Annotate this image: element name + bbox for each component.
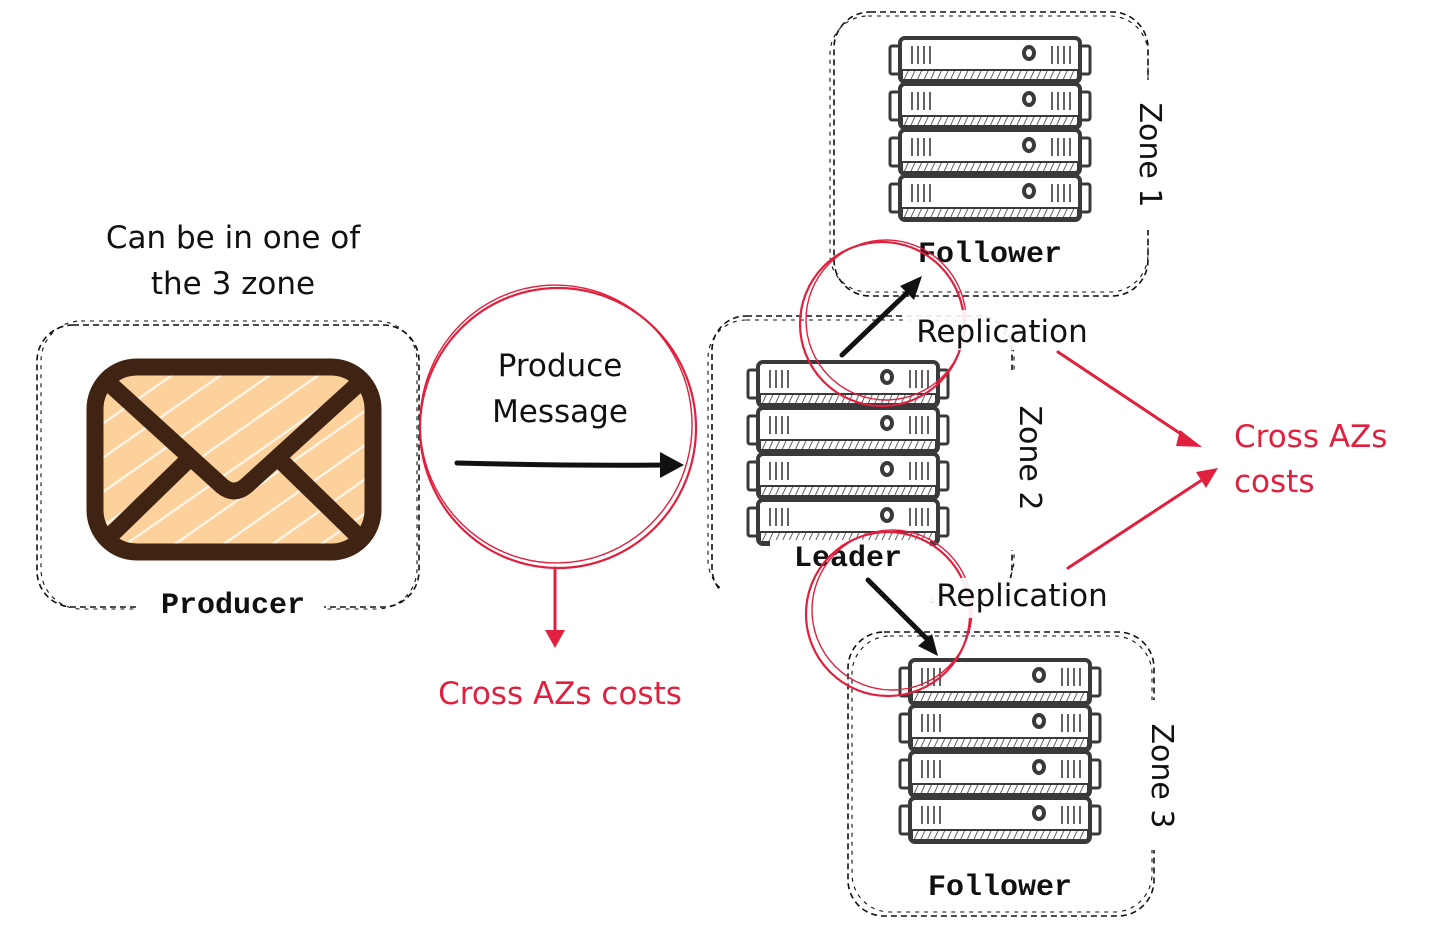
replication-cost: Cross AZs costs: [1056, 350, 1387, 570]
replication-top-arrow: [839, 276, 922, 358]
produce-label-line2: Message: [492, 394, 628, 430]
replication-cost-arrow-top: [1056, 350, 1202, 447]
producer-box[interactable]: Producer: [36, 320, 420, 623]
zone-2-box[interactable]: Zone 2 Leader: [707, 315, 1047, 606]
replication-cost-arrow-bottom: [1066, 468, 1218, 570]
zone-2-role: Leader: [794, 542, 902, 576]
produce-cost-arrow: [545, 566, 565, 648]
zone-1-box[interactable]: Zone 1 Follower: [829, 11, 1167, 297]
server-rack-icon: [898, 658, 1102, 844]
server-rack-icon: [888, 36, 1092, 222]
replication-top: Replication: [798, 239, 1097, 408]
replication-cost-line1: Cross AZs: [1234, 419, 1387, 455]
envelope-icon: [86, 358, 382, 561]
produce-message-flow: Produce Message Cross AZs costs: [418, 284, 698, 712]
produce-cost-label: Cross AZs costs: [438, 676, 682, 712]
zone-3-role: Follower: [928, 871, 1072, 905]
producer-note-line1: Can be in one of: [106, 220, 361, 256]
zone-2-label: Zone 2: [1012, 406, 1047, 511]
producer-note-line2: the 3 zone: [151, 266, 315, 302]
replication-bottom-label: Replication: [936, 578, 1108, 614]
replication-cost-line2: costs: [1234, 464, 1314, 500]
producer-label: Producer: [161, 589, 305, 623]
replication-bottom-arrow: [865, 577, 938, 656]
produce-label-line1: Produce: [498, 348, 623, 384]
produce-arrow: [454, 452, 684, 478]
zone-3-label: Zone 3: [1144, 724, 1179, 829]
replication-bottom: Replication: [804, 529, 1118, 698]
zone-1-label: Zone 1: [1132, 103, 1167, 208]
zone-3-box[interactable]: Zone 3 Follower: [847, 631, 1179, 917]
server-rack-icon: [746, 360, 950, 546]
producer-note: Can be in one of the 3 zone: [106, 220, 361, 302]
replication-top-label: Replication: [916, 314, 1088, 350]
zone-1-role: Follower: [918, 238, 1062, 272]
